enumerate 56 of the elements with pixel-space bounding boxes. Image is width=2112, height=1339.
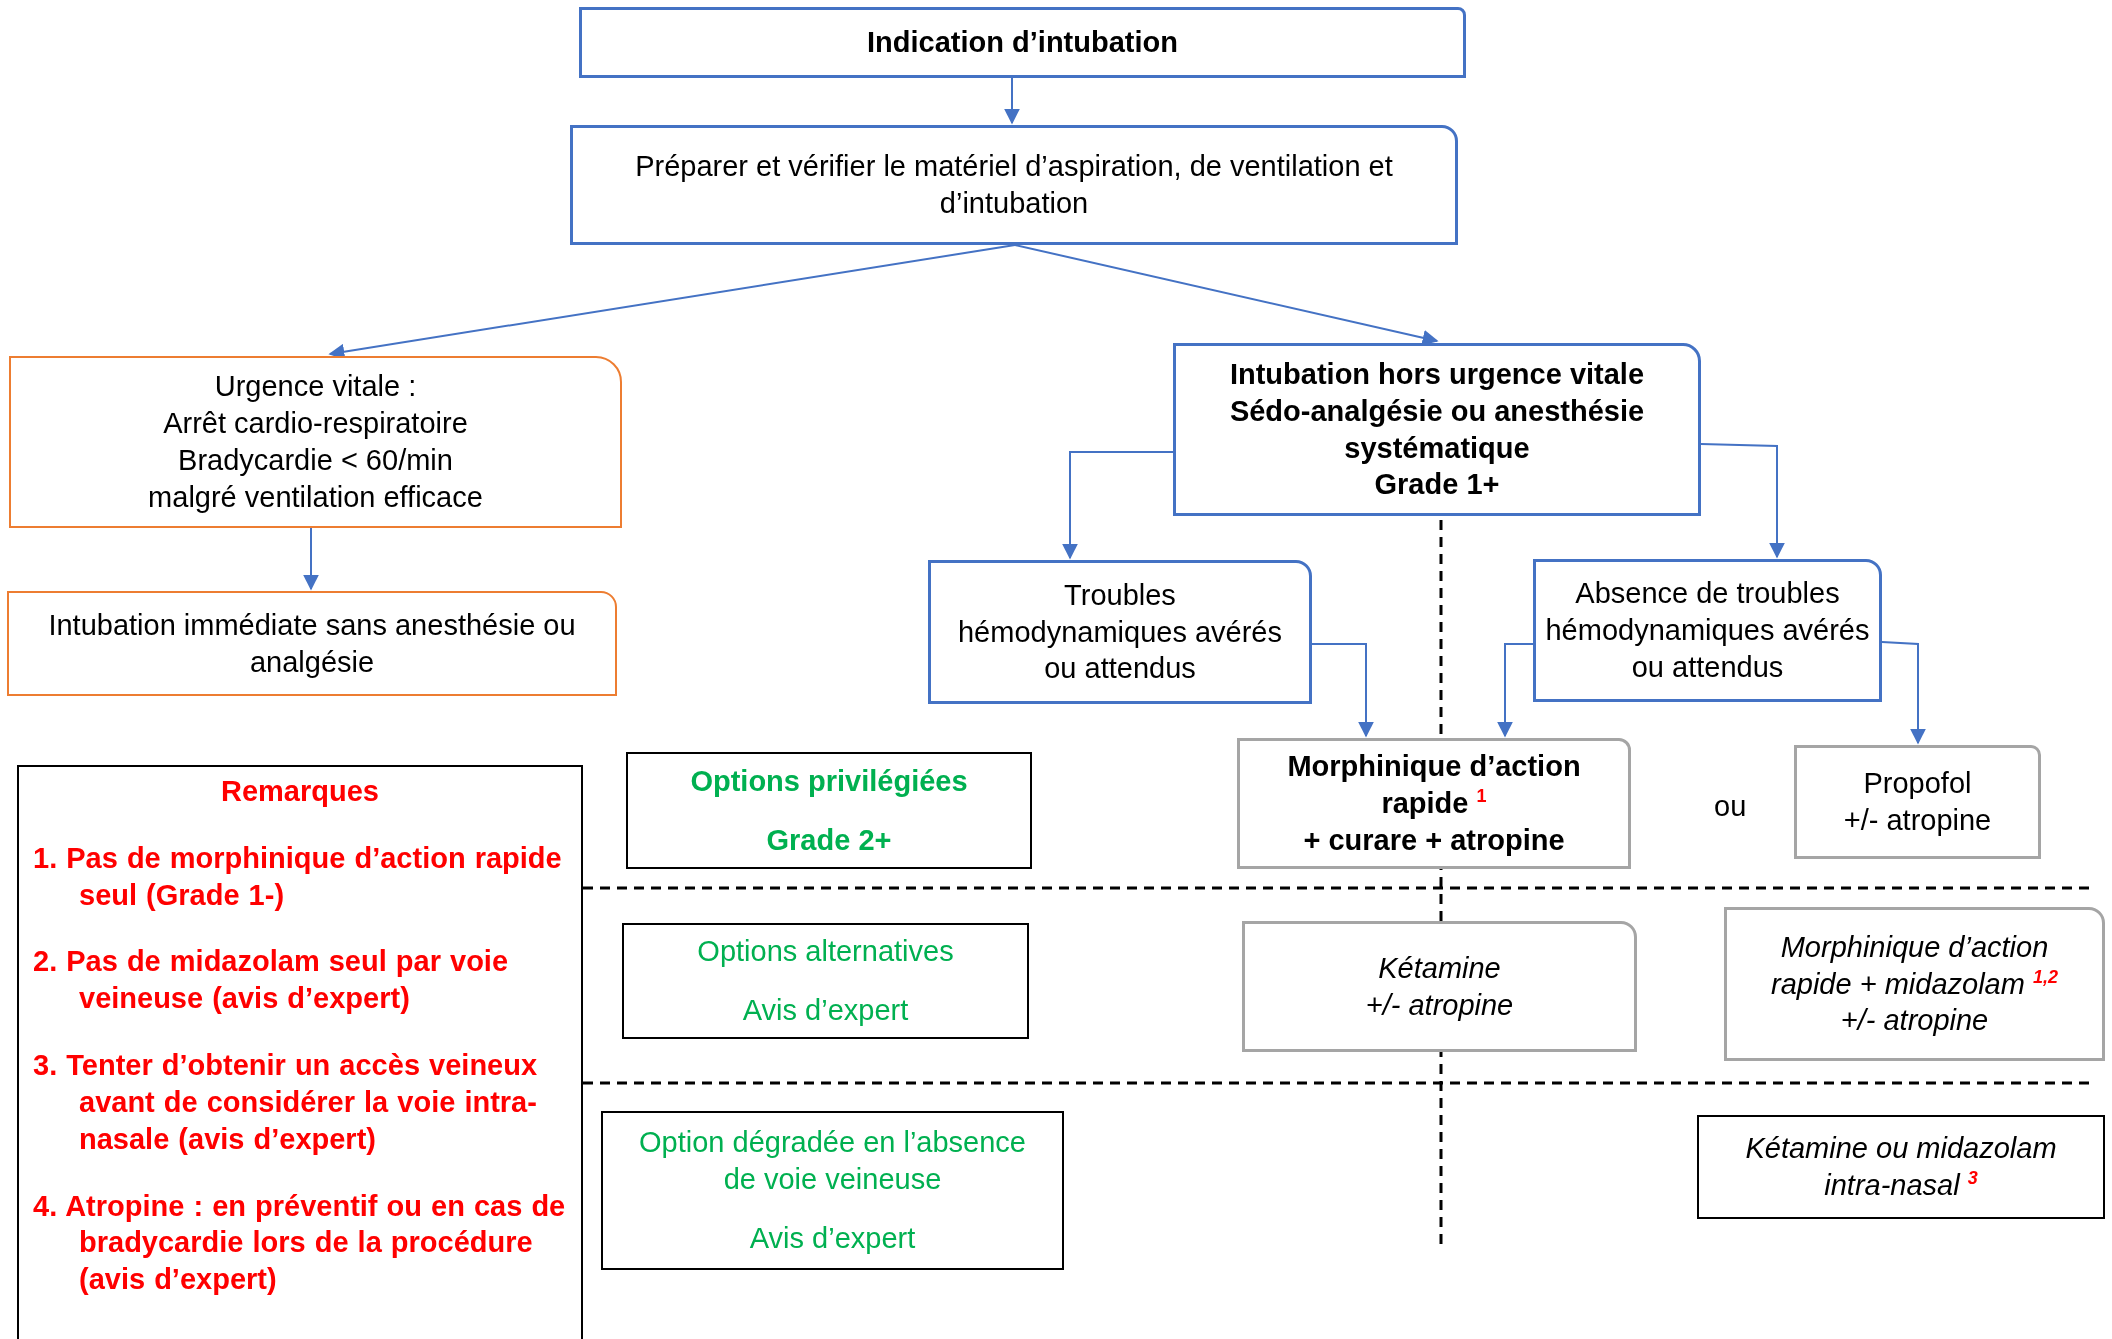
node-text: Grade 1+ <box>1374 467 1500 503</box>
node-text: Avis d’expert <box>749 1220 916 1256</box>
process-box <box>9 356 622 528</box>
node-text: Préparer et vérifier le matériel d’aspiration, de ventilation et d’intubation <box>634 149 1394 221</box>
note-item: 2. Pas de midazolam seul par voie veineuse (avis d’expert) <box>33 944 510 1017</box>
note-item: 3. Tenter d’obtenir un accès veineux avant de considérer la voie intra-nasale (avis d’expert) <box>33 1048 539 1157</box>
arrow <box>303 527 319 591</box>
node-text: +/- atropine <box>1365 987 1514 1023</box>
arrow <box>1700 443 1785 559</box>
node-text: Morphinique d’action rapide + midazolam $^{1,2}$ <box>1770 929 2059 1002</box>
node-text: Kétamine <box>1378 950 1501 986</box>
arrow <box>1062 451 1174 560</box>
node-text: Arrêt cardio-respiratoire <box>163 406 468 442</box>
process-box <box>1173 343 1701 516</box>
row-header <box>626 752 1032 869</box>
note-item: 1. Pas de morphinique d’action rapide seul (Grade 1-) <box>33 840 563 913</box>
node-text: Options privilégiées <box>690 763 968 799</box>
process-box <box>7 591 617 696</box>
process-box <box>1242 921 1637 1052</box>
node-text: +/- atropine <box>1843 803 1992 838</box>
node-text: Troubles hémodynamiques avérés ou attendus <box>957 577 1283 687</box>
note-item: 4. Atropine : en préventif ou en cas de bradycardie lors de la procédure (avis d’expert) <box>33 1188 567 1298</box>
arrow <box>1497 643 1534 738</box>
connector-word: ou <box>1714 790 1747 823</box>
arrow <box>1311 643 1374 738</box>
node-text: Indication d’intubation <box>867 25 1178 61</box>
process-box <box>1794 745 2041 859</box>
node-text: +/- atropine <box>1840 1003 1989 1039</box>
node-text: Grade 2+ <box>766 822 892 858</box>
node-text: Intubation immédiate sans anesthésie ou analgésie <box>47 607 577 680</box>
node-text: Morphinique d’action rapide $^{1}$ <box>1286 749 1582 822</box>
process-box <box>928 560 1312 704</box>
process-box <box>579 7 1466 78</box>
process-box <box>1724 907 2105 1061</box>
node-text: Options alternatives <box>697 934 954 970</box>
node-text: Option dégradée en l’absence de voie veineuse <box>638 1125 1027 1198</box>
node-text: + curare + atropine <box>1303 822 1565 858</box>
node-text: malgré ventilation efficace <box>148 479 483 515</box>
row-header <box>622 923 1029 1039</box>
node-text: Sédo-analgésie ou anesthésie systématique <box>1228 393 1646 466</box>
process-box <box>1533 559 1882 702</box>
row-header <box>601 1111 1064 1270</box>
notes-heading: Remarques <box>220 774 380 809</box>
process-box <box>1697 1115 2105 1219</box>
node-text: Bradycardie < 60/min <box>178 443 453 478</box>
node-text: Urgence vitale : <box>214 369 417 405</box>
notes-panel <box>17 765 583 1339</box>
arrow <box>1881 641 1926 745</box>
process-box <box>570 125 1458 245</box>
node-text: Intubation hors urgence vitale <box>1229 356 1645 392</box>
arrow <box>1004 77 1020 125</box>
node-text: Kétamine ou midazolam intra-nasal $^{3}$ <box>1744 1131 2058 1203</box>
process-box <box>1237 738 1631 869</box>
node-text: Propofol <box>1863 766 1972 802</box>
node-text: Absence de troubles hémodynamiques avérés ou attendus <box>1544 576 1871 685</box>
node-text: Avis d’expert <box>742 993 909 1028</box>
